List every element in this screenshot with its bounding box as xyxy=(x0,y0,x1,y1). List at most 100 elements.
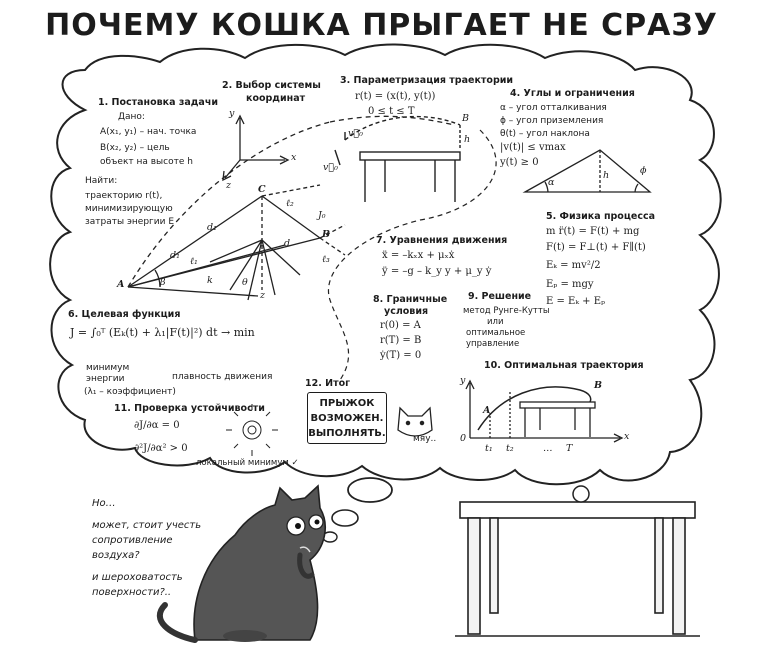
s11-line-2: ∂²J/∂α² > 0 xyxy=(134,443,188,454)
s5-line-2: F(t) = F⊥(t) + F∥(t) xyxy=(546,242,646,253)
table-b-label: B xyxy=(462,113,469,124)
diagram-v0-label: v⃗₀ xyxy=(348,128,363,139)
s9-line-4: управление xyxy=(466,339,520,349)
thought-line-4: воздуха? xyxy=(92,550,140,561)
local-minimum-sketch xyxy=(226,404,278,456)
diagram-point-b: B xyxy=(322,229,331,240)
big-table xyxy=(455,501,700,637)
s1-find: Найти: xyxy=(85,176,118,186)
s8-line-1: r(0) = A xyxy=(380,320,421,331)
small-cat-face xyxy=(397,406,433,437)
s6-note-1: минимум xyxy=(86,363,130,373)
s1-find-1: траекторию r(t), xyxy=(85,191,163,201)
section-4-heading: 4. Углы и ограничения xyxy=(510,88,635,99)
diagram-j: J₀ xyxy=(318,210,326,221)
thought-bubble-small-2 xyxy=(331,509,359,527)
angle-triangle-sketch xyxy=(522,149,652,193)
ball-on-table xyxy=(572,485,590,503)
s3-equation-2: 0 ≤ t ≤ T xyxy=(368,106,415,117)
meow-text: мяу.. xyxy=(413,434,437,444)
diagram-v0-label-2: v⃗₀ xyxy=(323,162,338,173)
s5-line-4: Eₚ = mgy xyxy=(546,279,594,290)
s4-line-2: ϕ – угол приземления xyxy=(500,116,604,126)
result-line-1: ПРЫЖОК xyxy=(319,398,375,409)
diagram-point-a: A xyxy=(117,279,125,290)
s4-line-5: y(t) ≥ 0 xyxy=(500,157,539,168)
section-8-heading: 8. Граничные xyxy=(373,294,448,305)
optimal-trajectory-plot xyxy=(465,379,624,443)
thought-bubble-small-1 xyxy=(347,477,393,503)
result-box: ПРЫЖОК ВОЗМОЖЕН. ВЫПОЛНЯТЬ. xyxy=(307,392,387,444)
s1-find-3: затраты энергии E xyxy=(85,217,175,227)
diagram-k: k xyxy=(207,275,213,286)
s6-note-4: плавность движения xyxy=(172,372,273,382)
s5-line-5: E = Eₖ + Eₚ xyxy=(546,296,606,307)
plot-point-a: A xyxy=(483,405,491,416)
section-2-heading: 2. Выбор системы xyxy=(222,80,321,91)
section-11-heading: 11. Проверка устойчивости xyxy=(114,403,265,414)
s5-line-1: m r̈(t) = F(t) + mg xyxy=(546,226,640,237)
diagram-l1: ℓ₁ xyxy=(190,256,198,267)
s1-point-b: B(x₂, y₂) – цель xyxy=(100,143,170,153)
s1-given: Дано: xyxy=(118,112,145,122)
plot-x-label: x xyxy=(624,431,630,442)
thought-line-6: поверхности?.. xyxy=(92,587,172,598)
thought-line-2: может, стоит учесть xyxy=(92,520,202,531)
diagram-z: z xyxy=(260,290,266,301)
s5-line-3: Eₖ = mv²/2 xyxy=(546,260,601,271)
s11-local-minimum: локальный минимум ✓ xyxy=(196,458,299,468)
s1-find-2: минимизирующую xyxy=(85,204,173,214)
s7-line-2: ÿ = –g – k_y y + μ_y ẏ xyxy=(382,266,492,277)
axis-z-label: z xyxy=(226,180,232,191)
plot-dots: … xyxy=(543,443,553,454)
plot-y-label: y xyxy=(460,375,466,386)
section-5-heading: 5. Физика процесса xyxy=(546,211,655,222)
section-12-heading: 12. Итог xyxy=(305,378,351,389)
s7-line-1: ẍ = –kₓx + μₓẋ xyxy=(382,250,455,261)
thought-line-3: сопротивление xyxy=(92,535,173,546)
diagram-l2: ℓ₂ xyxy=(286,198,294,209)
diagram-d: d xyxy=(284,238,291,249)
coordinate-axes-sketch xyxy=(222,114,290,182)
diagram-l3: ℓ₃ xyxy=(322,254,330,265)
thought-line-5: и шероховатость xyxy=(92,572,183,583)
s4-line-1: α – угол отталкивания xyxy=(500,103,607,113)
s6-note-3: (λ₁ – коэффициент) xyxy=(84,387,176,397)
triangle-phi: ϕ xyxy=(640,165,647,176)
s4-line-4: |v(t)| ≤ vmax xyxy=(500,142,566,153)
diagram-point-c: C xyxy=(258,184,266,195)
thought-cloud xyxy=(49,43,722,486)
axis-y-label: y xyxy=(229,108,235,119)
axis-x-label: x xyxy=(291,152,297,163)
s11-line-1: ∂J/∂α = 0 xyxy=(134,420,180,431)
diagram-theta: θ xyxy=(242,277,248,288)
section-3-heading: 3. Параметризация траектории xyxy=(340,75,514,86)
s8-line-2: r(T) = B xyxy=(380,335,422,346)
section-1-heading: 1. Постановка задачи xyxy=(98,97,219,108)
result-line-3: ВЫПОЛНЯТЬ. xyxy=(308,428,386,439)
page-title: ПОЧЕМУ КОШКА ПРЫГАЕТ НЕ СРАЗУ xyxy=(45,8,718,43)
table-h-label: h xyxy=(464,134,471,145)
triangle-alpha: α xyxy=(548,177,555,188)
s3-equation-1: r(t) = (x(t), y(t)) xyxy=(355,91,436,102)
s9-line-3: оптимальное xyxy=(466,328,526,338)
s1-object-note: объект на высоте h xyxy=(100,157,193,167)
section-2-heading-2: координат xyxy=(246,93,306,104)
plot-zero: 0 xyxy=(460,433,467,444)
section-7-heading: 7. Уравнения движения xyxy=(376,235,508,246)
s8-line-3: ẏ(T) = 0 xyxy=(380,350,422,361)
plot-t1: t₁ xyxy=(485,443,493,454)
s9-line-1: метод Рунге-Кутты xyxy=(463,306,550,316)
cat-illustration xyxy=(156,484,326,643)
triangle-h: h xyxy=(603,170,610,181)
result-line-2: ВОЗМОЖЕН. xyxy=(310,413,384,424)
s6-formula: J = ∫₀ᵀ (Eₖ(t) + λ₁|F(t)|²) dt → min xyxy=(70,326,255,339)
section-9-heading: 9. Решение xyxy=(468,291,532,302)
section-6-heading: 6. Целевая функция xyxy=(68,309,181,320)
plot-t-end: T xyxy=(566,443,573,454)
s9-line-2: или xyxy=(487,317,504,327)
diagram-d1: d₁ xyxy=(207,222,217,233)
diagram-beta: β xyxy=(160,277,166,288)
plot-point-b: B xyxy=(594,380,603,391)
